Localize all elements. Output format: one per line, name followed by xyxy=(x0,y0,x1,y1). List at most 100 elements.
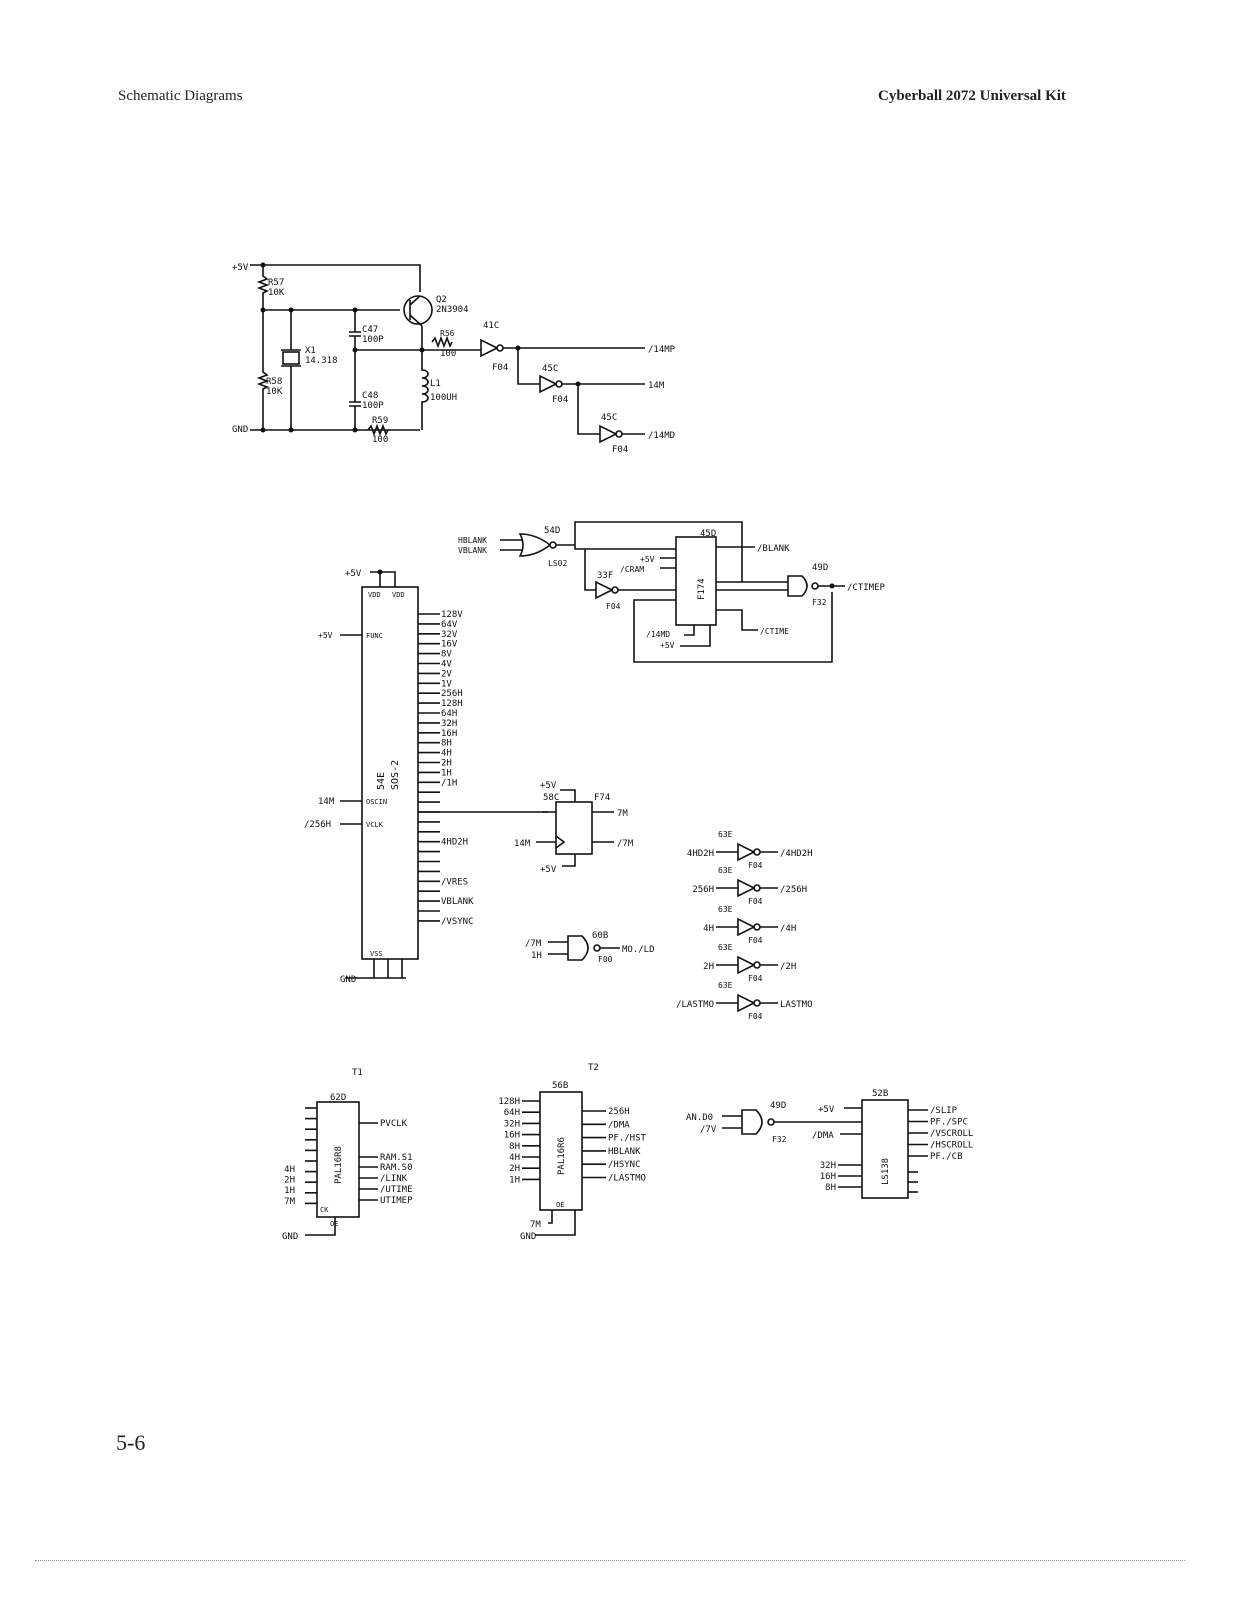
t2-in-5: 4H xyxy=(509,1153,520,1163)
in-cram: /CRAM xyxy=(620,565,644,574)
sos2-timing-chip: +5V VDD VDD FUNC +5V OSCIN 14M VCLK /256… xyxy=(304,569,474,985)
gate-45c-b-label: 45C xyxy=(601,413,617,423)
u33f-label: 33F xyxy=(597,571,613,581)
header-section-title: Schematic Diagrams xyxy=(118,88,243,104)
t1-ref: 62D xyxy=(330,1093,346,1103)
ls138-out-2: /VSCROLL xyxy=(930,1129,973,1139)
r56-label: R56 xyxy=(440,329,455,338)
vss-pin: VSS xyxy=(370,950,383,958)
ls138-addr-1: 16H xyxy=(820,1172,836,1182)
crystal-x1 xyxy=(282,351,300,365)
ls138-out-3: /HSCROLL xyxy=(930,1141,973,1151)
t2-clk: 7M xyxy=(530,1220,541,1230)
sos-out-27: /VRES xyxy=(441,877,468,887)
t1-label: T1 xyxy=(352,1068,363,1078)
inv-in-0: 4HD2H xyxy=(687,849,714,859)
t2-in-2: 32H xyxy=(504,1119,520,1129)
inv-type-0: F04 xyxy=(748,861,763,870)
inverter-0 xyxy=(737,842,756,862)
sos-out-7: 1V xyxy=(441,679,452,689)
r57-label: R57 xyxy=(268,278,284,288)
sos-out-16: 1H xyxy=(441,768,452,778)
r56-value: 100 xyxy=(440,349,456,359)
signal-14m: 14M xyxy=(648,381,665,391)
inv-type-3: F04 xyxy=(748,974,763,983)
osc-5v-label: +5V xyxy=(232,263,249,273)
nand-49d-b xyxy=(741,1109,763,1135)
nand60b-out: MO./LD xyxy=(622,945,655,955)
inv-in-2: 4H xyxy=(703,924,714,934)
u49d-label: 49D xyxy=(812,563,828,573)
t2-in-6: 2H xyxy=(509,1164,520,1174)
gate-41c-type: F04 xyxy=(492,363,508,373)
ls138-5v: +5V xyxy=(818,1105,835,1115)
t2-body xyxy=(539,1091,583,1211)
pal-t2: T2 56B PAL16R6 128H64H32H16H8H4H2H1H256H… xyxy=(498,1063,646,1242)
in-vblank: VBLANK xyxy=(458,546,487,555)
osc-5v-rail xyxy=(250,264,421,292)
t2-in-7: 1H xyxy=(509,1175,520,1185)
sos-out-23: 4HD2H xyxy=(441,838,468,848)
t2-pins: 128H64H32H16H8H4H2H1H256H/DMAPF./HSTHBLA… xyxy=(498,1097,646,1185)
clk-5v: +5V xyxy=(660,641,675,650)
t1-out-2: RAM.S0 xyxy=(380,1163,413,1173)
t2-ref: 56B xyxy=(552,1081,568,1091)
f174-label: F174 xyxy=(697,578,707,600)
u33f-type: F04 xyxy=(606,602,621,611)
nand60b-ref: 60B xyxy=(592,931,608,941)
t1-out-3: /LINK xyxy=(380,1174,408,1184)
func-input: +5V xyxy=(318,631,333,640)
out-ctimep: /CTIMEP xyxy=(847,583,886,593)
inverter-41c: 41C F04 xyxy=(480,321,508,373)
ff-qn-out: /7M xyxy=(617,839,634,849)
ls138-body xyxy=(861,1099,909,1199)
inv-ref-1: 63E xyxy=(718,866,733,875)
blank-circuit: HBLANK VBLANK 54D LS02 45D F174 +5V /CRA… xyxy=(458,521,886,663)
sos-out-1: 64V xyxy=(441,620,458,630)
r57-r58-resistors xyxy=(256,265,270,430)
ls138-out-4: PF./CB xyxy=(930,1152,963,1162)
inv-ref-4: 63E xyxy=(718,981,733,990)
gate-45c-a-label: 45C xyxy=(542,364,558,374)
c48-value: 100P xyxy=(362,401,384,411)
r59-label: R59 xyxy=(372,416,388,426)
sos-out-0: 128V xyxy=(441,610,463,620)
flipflop-58c: +5V 58C F74 7M /7M 14M +5V xyxy=(514,781,634,875)
c47-value: 100P xyxy=(362,335,384,345)
inv-out-2: /4H xyxy=(780,924,796,934)
sos-out-13: 8H xyxy=(441,739,452,749)
page-number: 5-6 xyxy=(116,1430,146,1455)
sos-out-5: 4V xyxy=(441,660,452,670)
t1-out-5: UTIMEP xyxy=(380,1196,413,1206)
sos-gnd-label: GND xyxy=(340,975,356,985)
ls138-out-1: PF./SPC xyxy=(930,1118,968,1128)
t2-in-4: 8H xyxy=(509,1142,520,1152)
ff-ref: 58C xyxy=(543,793,559,803)
pal-t1: T1 62D PAL16R8 4H2H1H7MPVCLKRAM.S1RAM.S0… xyxy=(282,1068,413,1242)
sos-5v-label: +5V xyxy=(345,569,362,579)
sos-out-15: 2H xyxy=(441,759,452,769)
u49d-type: F32 xyxy=(812,598,827,607)
inv-out-1: /256H xyxy=(780,885,807,895)
sos-out-29: VBLANK xyxy=(441,897,474,907)
nand60b-in-a: /7M xyxy=(525,939,542,949)
ls02-label: LS02 xyxy=(548,559,567,568)
gate-45c-a-type: F04 xyxy=(552,395,568,405)
gate-41c-label: 41C xyxy=(483,321,499,331)
transistor-q2 xyxy=(403,295,433,325)
u54d-label: 54D xyxy=(544,526,560,536)
t2-gnd: GND xyxy=(520,1232,536,1242)
ls138-dma: /DMA xyxy=(812,1131,834,1141)
sos-out-9: 128H xyxy=(441,699,463,709)
ls138-ref: 52B xyxy=(872,1089,888,1099)
l1-label: L1 xyxy=(430,379,441,389)
ff-type: F74 xyxy=(594,793,610,803)
chip-f174 xyxy=(675,536,717,626)
ls138-pins: 32H16H8H/SLIPPF./SPC/VSCROLL/HSCROLLPF./… xyxy=(820,1106,974,1193)
sos-out-31: /VSYNC xyxy=(441,917,474,927)
r56-resistor xyxy=(431,335,453,349)
sos2-output-pins: 128V64V32V16V8V4V2V1V256H128H64H32H16H8H… xyxy=(418,610,474,927)
c47-c48-capacitors xyxy=(349,310,361,430)
inv-ref-0: 63E xyxy=(718,830,733,839)
ls138-addr-0: 32H xyxy=(820,1161,836,1171)
